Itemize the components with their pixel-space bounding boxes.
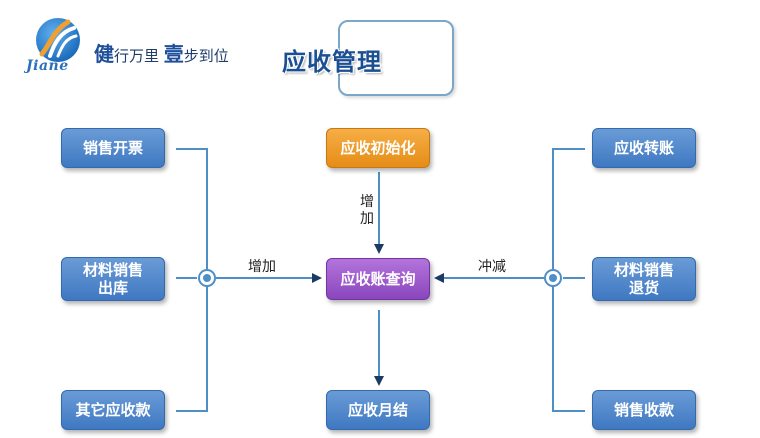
node-ar-transfer[interactable]: 应收转账	[592, 128, 696, 168]
node-material-sales-return[interactable]: 材料销售 退货	[592, 257, 696, 301]
company-logo	[28, 14, 90, 76]
node-sales-invoice[interactable]: 销售开票	[61, 128, 165, 168]
slogan-part-4: 步到位	[183, 47, 229, 65]
node-sales-receipt-label: 销售收款	[613, 401, 674, 419]
edge-label-increase-left: 增加	[248, 259, 276, 275]
node-other-receivable[interactable]: 其它应收款	[61, 390, 165, 430]
node-material-sales-return-label: 材料销售 退货	[614, 261, 674, 297]
logo-icon	[36, 18, 80, 62]
node-ar-init-label: 应收初始化	[340, 139, 416, 157]
node-material-sales-return-line1: 材料销售	[613, 261, 674, 279]
page-title: 应收管理	[282, 48, 382, 76]
node-sales-receipt[interactable]: 销售收款	[592, 390, 696, 430]
slogan-part-2: 行万里	[114, 47, 160, 65]
edge-label-increase-top-1: 增	[360, 194, 374, 210]
node-ar-query[interactable]: 应收账查询	[326, 258, 430, 300]
node-other-receivable-label: 其它应收款	[75, 401, 151, 419]
node-sales-invoice-label: 销售开票	[82, 139, 143, 157]
company-slogan: 健行万里 壹步到位	[94, 38, 229, 67]
slogan-char-3: 壹	[163, 42, 184, 66]
slogan-char-1: 健	[94, 42, 114, 66]
node-ar-init[interactable]: 应收初始化	[326, 128, 430, 168]
node-material-sales-return-line2: 退货	[628, 279, 659, 297]
logo-text: Jiane	[26, 58, 69, 74]
node-material-sales-out-label: 材料销售 出库	[83, 261, 143, 297]
left-junction	[198, 269, 216, 287]
node-ar-month-close-label: 应收月结	[347, 401, 408, 419]
edge-label-increase-top-2: 加	[360, 211, 374, 227]
node-ar-transfer-label: 应收转账	[613, 139, 674, 157]
node-ar-query-label: 应收账查询	[340, 270, 416, 288]
node-ar-month-close[interactable]: 应收月结	[326, 390, 430, 430]
node-material-sales-out-line1: 材料销售	[82, 261, 143, 279]
node-material-sales-out[interactable]: 材料销售 出库	[61, 257, 165, 301]
edge-label-offset-right: 冲减	[478, 259, 506, 275]
title-card	[338, 20, 454, 96]
right-junction	[544, 269, 562, 287]
node-material-sales-out-line2: 出库	[97, 279, 128, 297]
